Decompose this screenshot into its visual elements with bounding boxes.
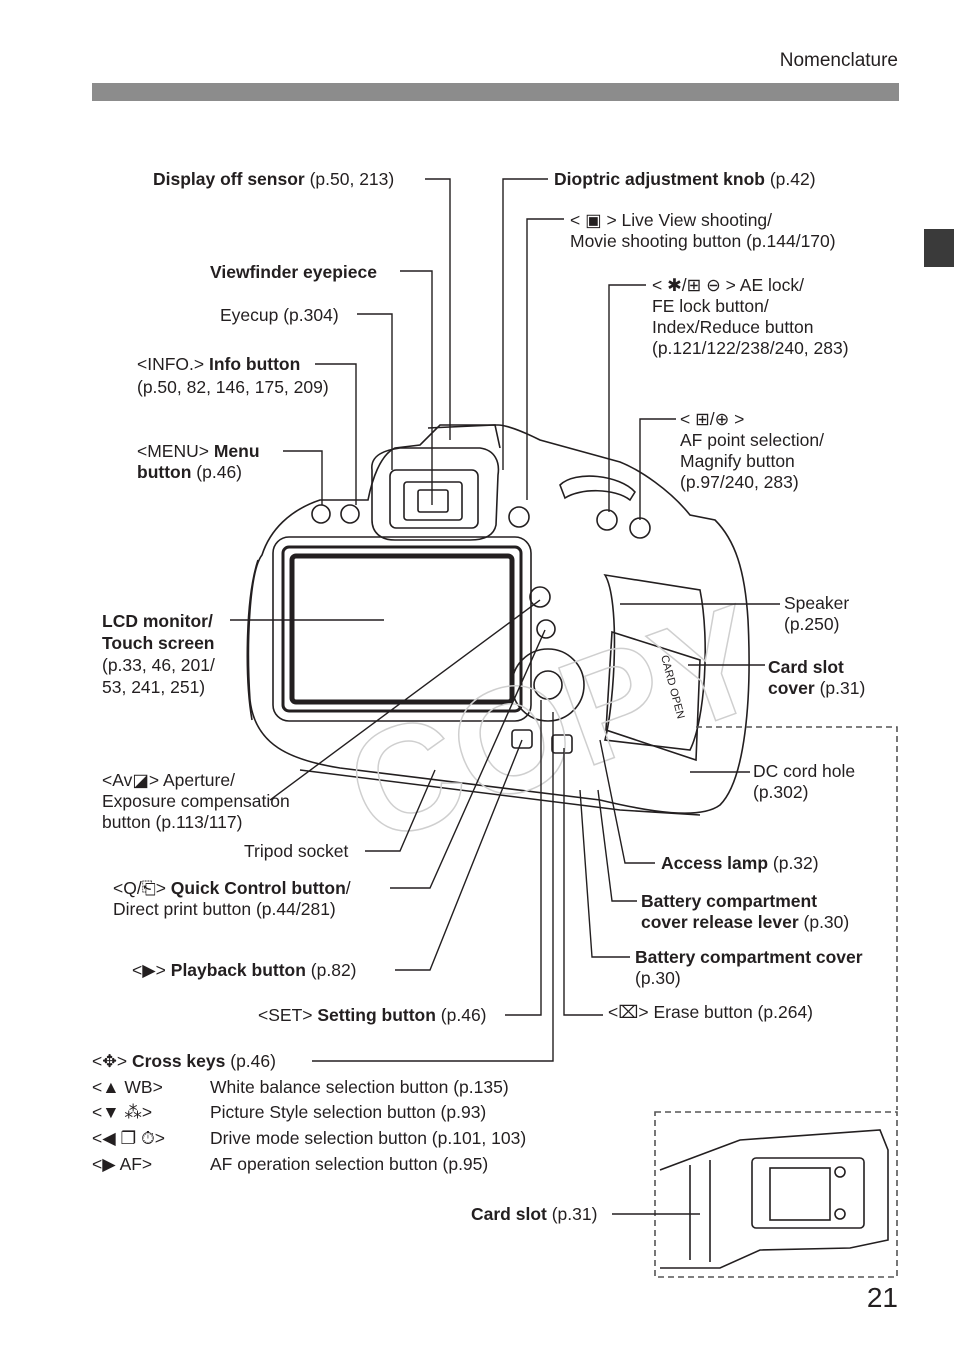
dc-cord-hole-label: DC cord hole(p.302) [753,761,856,802]
cross-key-symbol: <▼ ⁂> [92,1102,153,1122]
cross-key-row: <▼ ⁂> Picture Style selection button (p.9… [92,1102,486,1123]
af-point-button-label: < ⊞/⊕ >AF point selection/Magnify button… [680,409,824,492]
viewfinder-eyepiece-label: Viewfinder eyepiece [210,262,377,282]
info-button-label: <INFO.> Info button(p.50, 82, 146, 175, … [137,354,329,397]
cross-key-row: <▲ WB> White balance selection button (p.… [92,1077,509,1098]
chapter-tab [924,229,954,267]
cross-key-symbol: <▶ AF> [92,1154,153,1174]
header-bar [92,83,899,101]
cross-key-row: <▶ AF> AF operation selection button (p.9… [92,1154,488,1175]
cross-key-row: <◀ ❐ ⏱> Drive mode selection button (p.10… [92,1128,526,1149]
battery-compartment-cover-label: Battery compartment cover(p.30) [635,947,863,988]
cross-key-description: AF operation selection button (p.95) [210,1154,489,1174]
card-slot-inset [654,726,898,1278]
cross-key-symbol: <▲ WB> [92,1077,163,1097]
setting-button-label: <SET> Setting button (p.46) [258,1005,487,1025]
page-header-title: Nomenclature [779,50,898,71]
cross-key-description: Drive mode selection button (p.101, 103) [210,1128,527,1148]
lcd-monitor-label: LCD monitor/Touch screen(p.33, 46, 201/5… [102,611,215,697]
display-off-sensor-label: Display off sensor (p.50, 213) [153,169,395,189]
leader-lines [230,178,780,1215]
cross-keys-label: <✥> Cross keys (p.46) [92,1051,276,1071]
live-view-button-label: < ▣ > Live View shooting/Movie shooting … [570,210,836,251]
playback-button-label: <▶> Playback button (p.82) [132,960,357,980]
cross-key-symbol: <◀ ❐ ⏱> [92,1128,165,1148]
eyecup-label: Eyecup (p.304) [220,305,339,325]
cross-key-description: White balance selection button (p.135) [210,1077,509,1097]
card-slot-label: Card slot (p.31) [471,1204,598,1224]
quick-control-button-label: <Q/⎗> Quick Control button/Direct print … [113,878,351,919]
erase-button-label: <⌧> Erase button (p.264) [608,1002,814,1022]
speaker-label: Speaker(p.250) [784,593,850,634]
copy-watermark: COPY [327,572,784,875]
page-number: 21 [866,1282,898,1313]
cross-key-description: Picture Style selection button (p.93) [210,1102,487,1122]
ae-lock-button-label: < ✱/⊞ ⊖ > AE lock/FE lock button/Index/R… [652,275,849,358]
tripod-socket-label: Tripod socket [244,841,349,861]
dioptric-knob-label: Dioptric adjustment knob (p.42) [554,169,816,189]
access-lamp-label: Access lamp (p.32) [661,853,819,873]
